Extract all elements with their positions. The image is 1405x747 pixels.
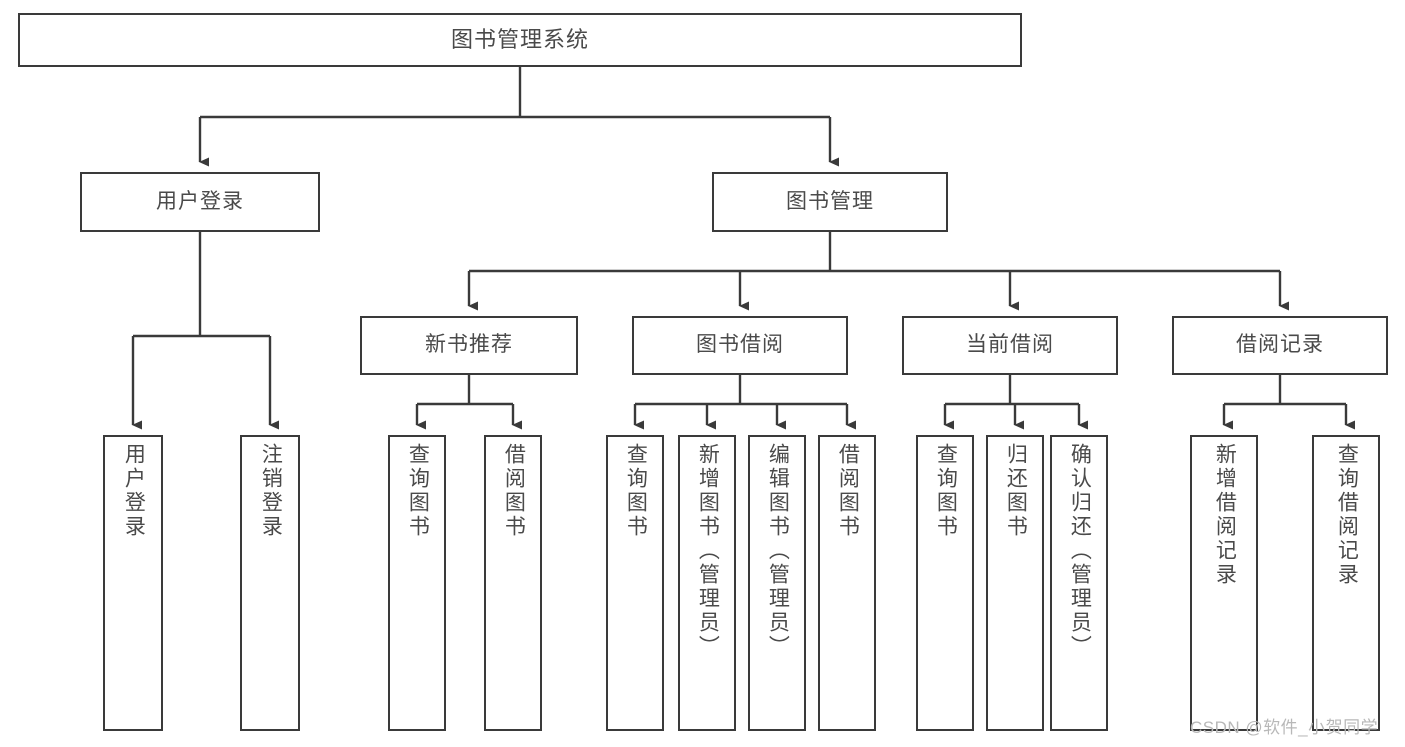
node-leaf-query-borrow-record[interactable]: 查询借阅记录 — [1312, 435, 1380, 731]
node-leaf-query-book-current[interactable]: 查询图书 — [916, 435, 974, 731]
watermark-label: CSDN @软件_小贺同学 — [1190, 718, 1379, 737]
node-label-leaf-borrow-book-rec: 借阅图书 — [502, 443, 526, 539]
node-leaf-user-logout[interactable]: 注销登录 — [240, 435, 300, 731]
node-label-current-borrow: 当前借阅 — [966, 333, 1054, 357]
node-label-leaf-query-book-borrow: 查询图书 — [624, 443, 648, 539]
node-label-leaf-return-book: 归还图书 — [1004, 443, 1028, 539]
node-label-leaf-query-borrow-record: 查询借阅记录 — [1335, 443, 1359, 587]
node-leaf-confirm-return-admin[interactable]: 确认归还（管理员） — [1050, 435, 1108, 731]
node-leaf-add-book-admin[interactable]: 新增图书（管理员） — [678, 435, 736, 731]
node-label-leaf-query-book-rec: 查询图书 — [406, 443, 430, 539]
node-label-root: 图书管理系统 — [450, 27, 589, 53]
node-label-borrow-record: 借阅记录 — [1236, 333, 1324, 357]
node-label-leaf-query-book-current: 查询图书 — [934, 443, 958, 539]
node-label-book-management: 图书管理 — [786, 189, 874, 213]
node-leaf-return-book[interactable]: 归还图书 — [986, 435, 1044, 731]
node-leaf-borrow-book-rec[interactable]: 借阅图书 — [484, 435, 542, 731]
node-leaf-query-book-borrow[interactable]: 查询图书 — [606, 435, 664, 731]
node-label-leaf-edit-book-admin: 编辑图书（管理员） — [766, 443, 790, 659]
node-root[interactable]: 图书管理系统 — [18, 13, 1022, 67]
node-label-leaf-user-logout: 注销登录 — [259, 443, 283, 539]
node-label-leaf-add-borrow-record: 新增借阅记录 — [1213, 443, 1237, 587]
node-user-login[interactable]: 用户登录 — [80, 172, 320, 232]
node-label-user-login: 用户登录 — [156, 189, 244, 213]
node-leaf-edit-book-admin[interactable]: 编辑图书（管理员） — [748, 435, 806, 731]
node-label-leaf-borrow-book: 借阅图书 — [836, 443, 860, 539]
node-leaf-add-borrow-record[interactable]: 新增借阅记录 — [1190, 435, 1258, 731]
node-new-book-recommend[interactable]: 新书推荐 — [360, 316, 578, 375]
node-label-leaf-add-book-admin: 新增图书（管理员） — [696, 443, 720, 659]
node-borrow-record[interactable]: 借阅记录 — [1172, 316, 1388, 375]
node-label-book-borrow: 图书借阅 — [696, 333, 784, 357]
node-leaf-query-book-rec[interactable]: 查询图书 — [388, 435, 446, 731]
node-leaf-user-login[interactable]: 用户登录 — [103, 435, 163, 731]
node-book-management[interactable]: 图书管理 — [712, 172, 948, 232]
node-leaf-borrow-book[interactable]: 借阅图书 — [818, 435, 876, 731]
node-label-leaf-user-login: 用户登录 — [122, 443, 146, 539]
node-current-borrow[interactable]: 当前借阅 — [902, 316, 1118, 375]
node-label-new-book-recommend: 新书推荐 — [425, 333, 513, 357]
node-book-borrow[interactable]: 图书借阅 — [632, 316, 848, 375]
node-label-leaf-confirm-return-admin: 确认归还（管理员） — [1068, 443, 1092, 659]
